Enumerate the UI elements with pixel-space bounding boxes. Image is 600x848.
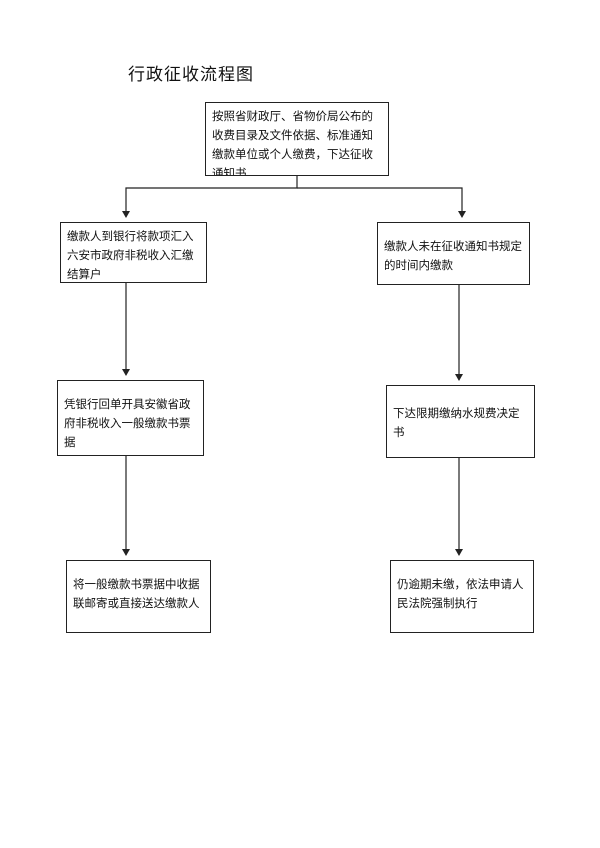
node-right-3-text: 仍逾期未缴，依法申请人民法院强制执行 [397,577,524,610]
node-right-1-text: 缴款人未在征收通知书规定的时间内缴款 [384,239,522,272]
node-start-text: 按照省财政厅、省物价局公布的收费目录及文件依据、标准通知缴款单位或个人缴费，下达… [212,109,373,176]
node-right-3: 仍逾期未缴，依法申请人民法院强制执行 [390,560,534,633]
node-right-2: 下达限期缴纳水规费决定书 [386,385,535,458]
node-left-2-text: 凭银行回单开具安徽省政府非税收入一般缴款书票据 [64,397,191,449]
node-left-1: 缴款人到银行将款项汇入六安市政府非税收入汇缴结算户 [60,222,207,283]
node-start: 按照省财政厅、省物价局公布的收费目录及文件依据、标准通知缴款单位或个人缴费，下达… [205,102,389,176]
page-title: 行政征收流程图 [128,65,254,85]
node-left-3: 将一般缴款书票据中收据联邮寄或直接送达缴款人 [66,560,211,633]
node-left-3-text: 将一般缴款书票据中收据联邮寄或直接送达缴款人 [73,577,200,610]
node-right-1: 缴款人未在征收通知书规定的时间内缴款 [377,222,530,285]
node-right-2-text: 下达限期缴纳水规费决定书 [393,406,520,439]
connector-start-split [122,176,298,218]
node-left-1-text: 缴款人到银行将款项汇入六安市政府非税收入汇缴结算户 [67,229,194,281]
node-left-2: 凭银行回单开具安徽省政府非税收入一般缴款书票据 [57,380,204,456]
connector-split-right [297,187,466,218]
